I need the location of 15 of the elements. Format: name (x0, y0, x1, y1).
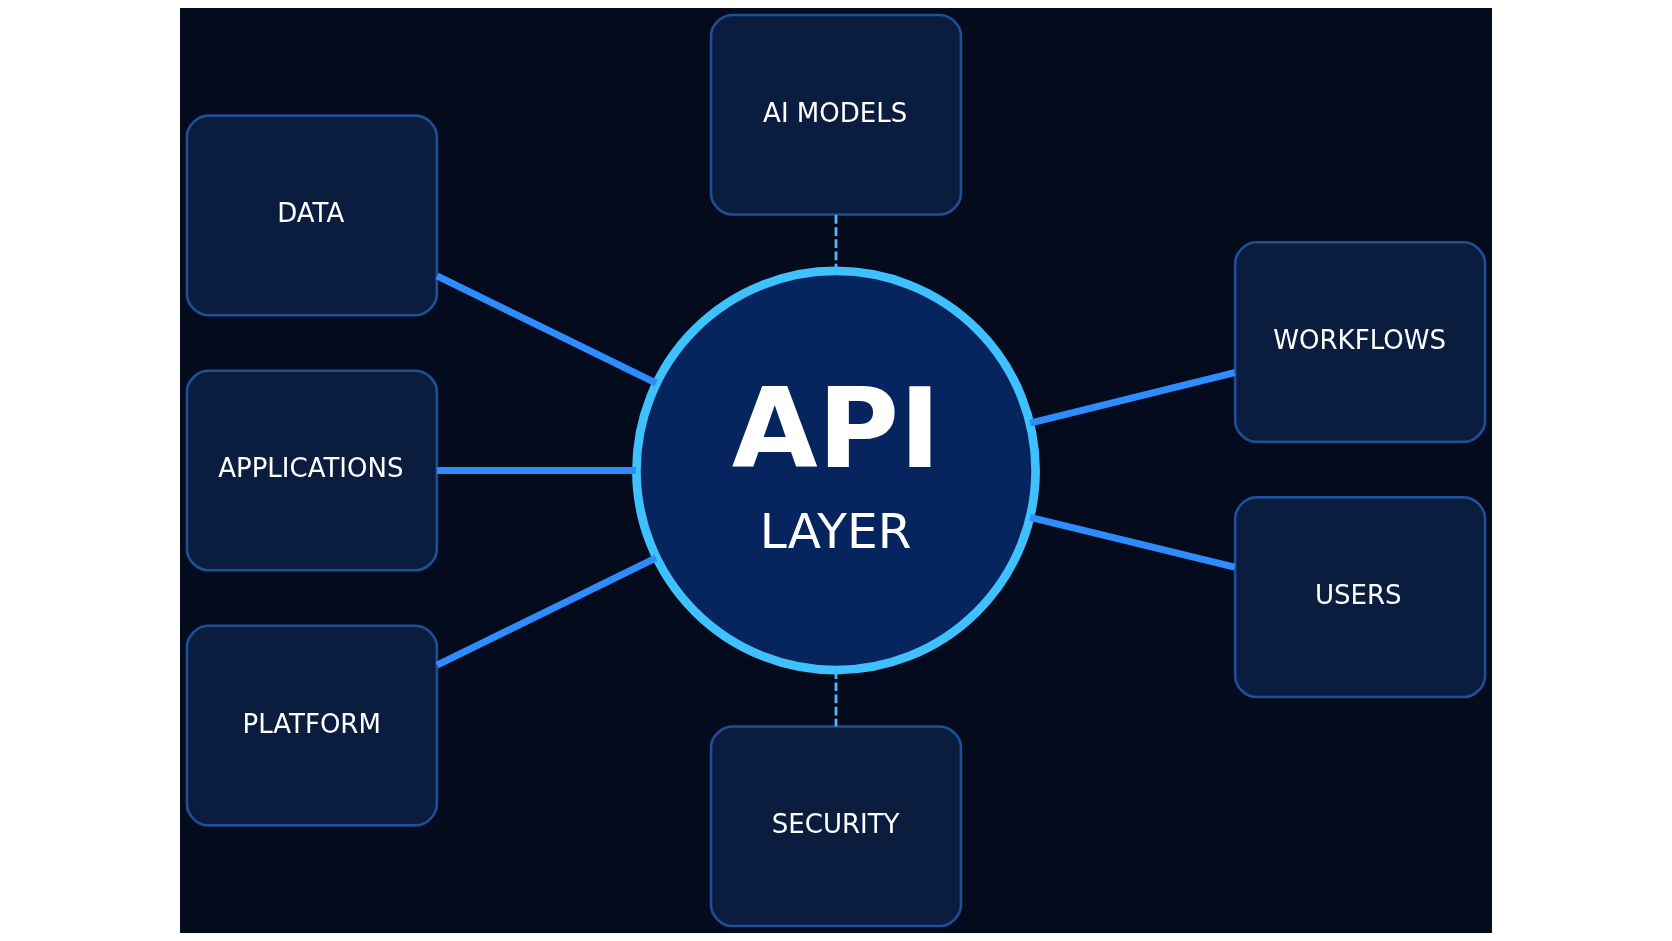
connector (435, 554, 658, 669)
connector (1029, 369, 1236, 427)
connector (1029, 513, 1236, 571)
node-box: USERS (1233, 496, 1487, 699)
connector (834, 670, 838, 727)
connector (435, 272, 658, 387)
node-box: PLATFORM (185, 624, 439, 827)
node-box: WORKFLOWS (1233, 241, 1487, 444)
node-box: SECURITY (709, 725, 963, 928)
node-box: DATA (185, 114, 439, 317)
connector (437, 467, 636, 474)
node-box: AI MODELS (709, 13, 963, 216)
node-box: APPLICATIONS (185, 369, 439, 572)
node-circle: API LAYER (632, 266, 1040, 675)
connector (834, 215, 838, 271)
